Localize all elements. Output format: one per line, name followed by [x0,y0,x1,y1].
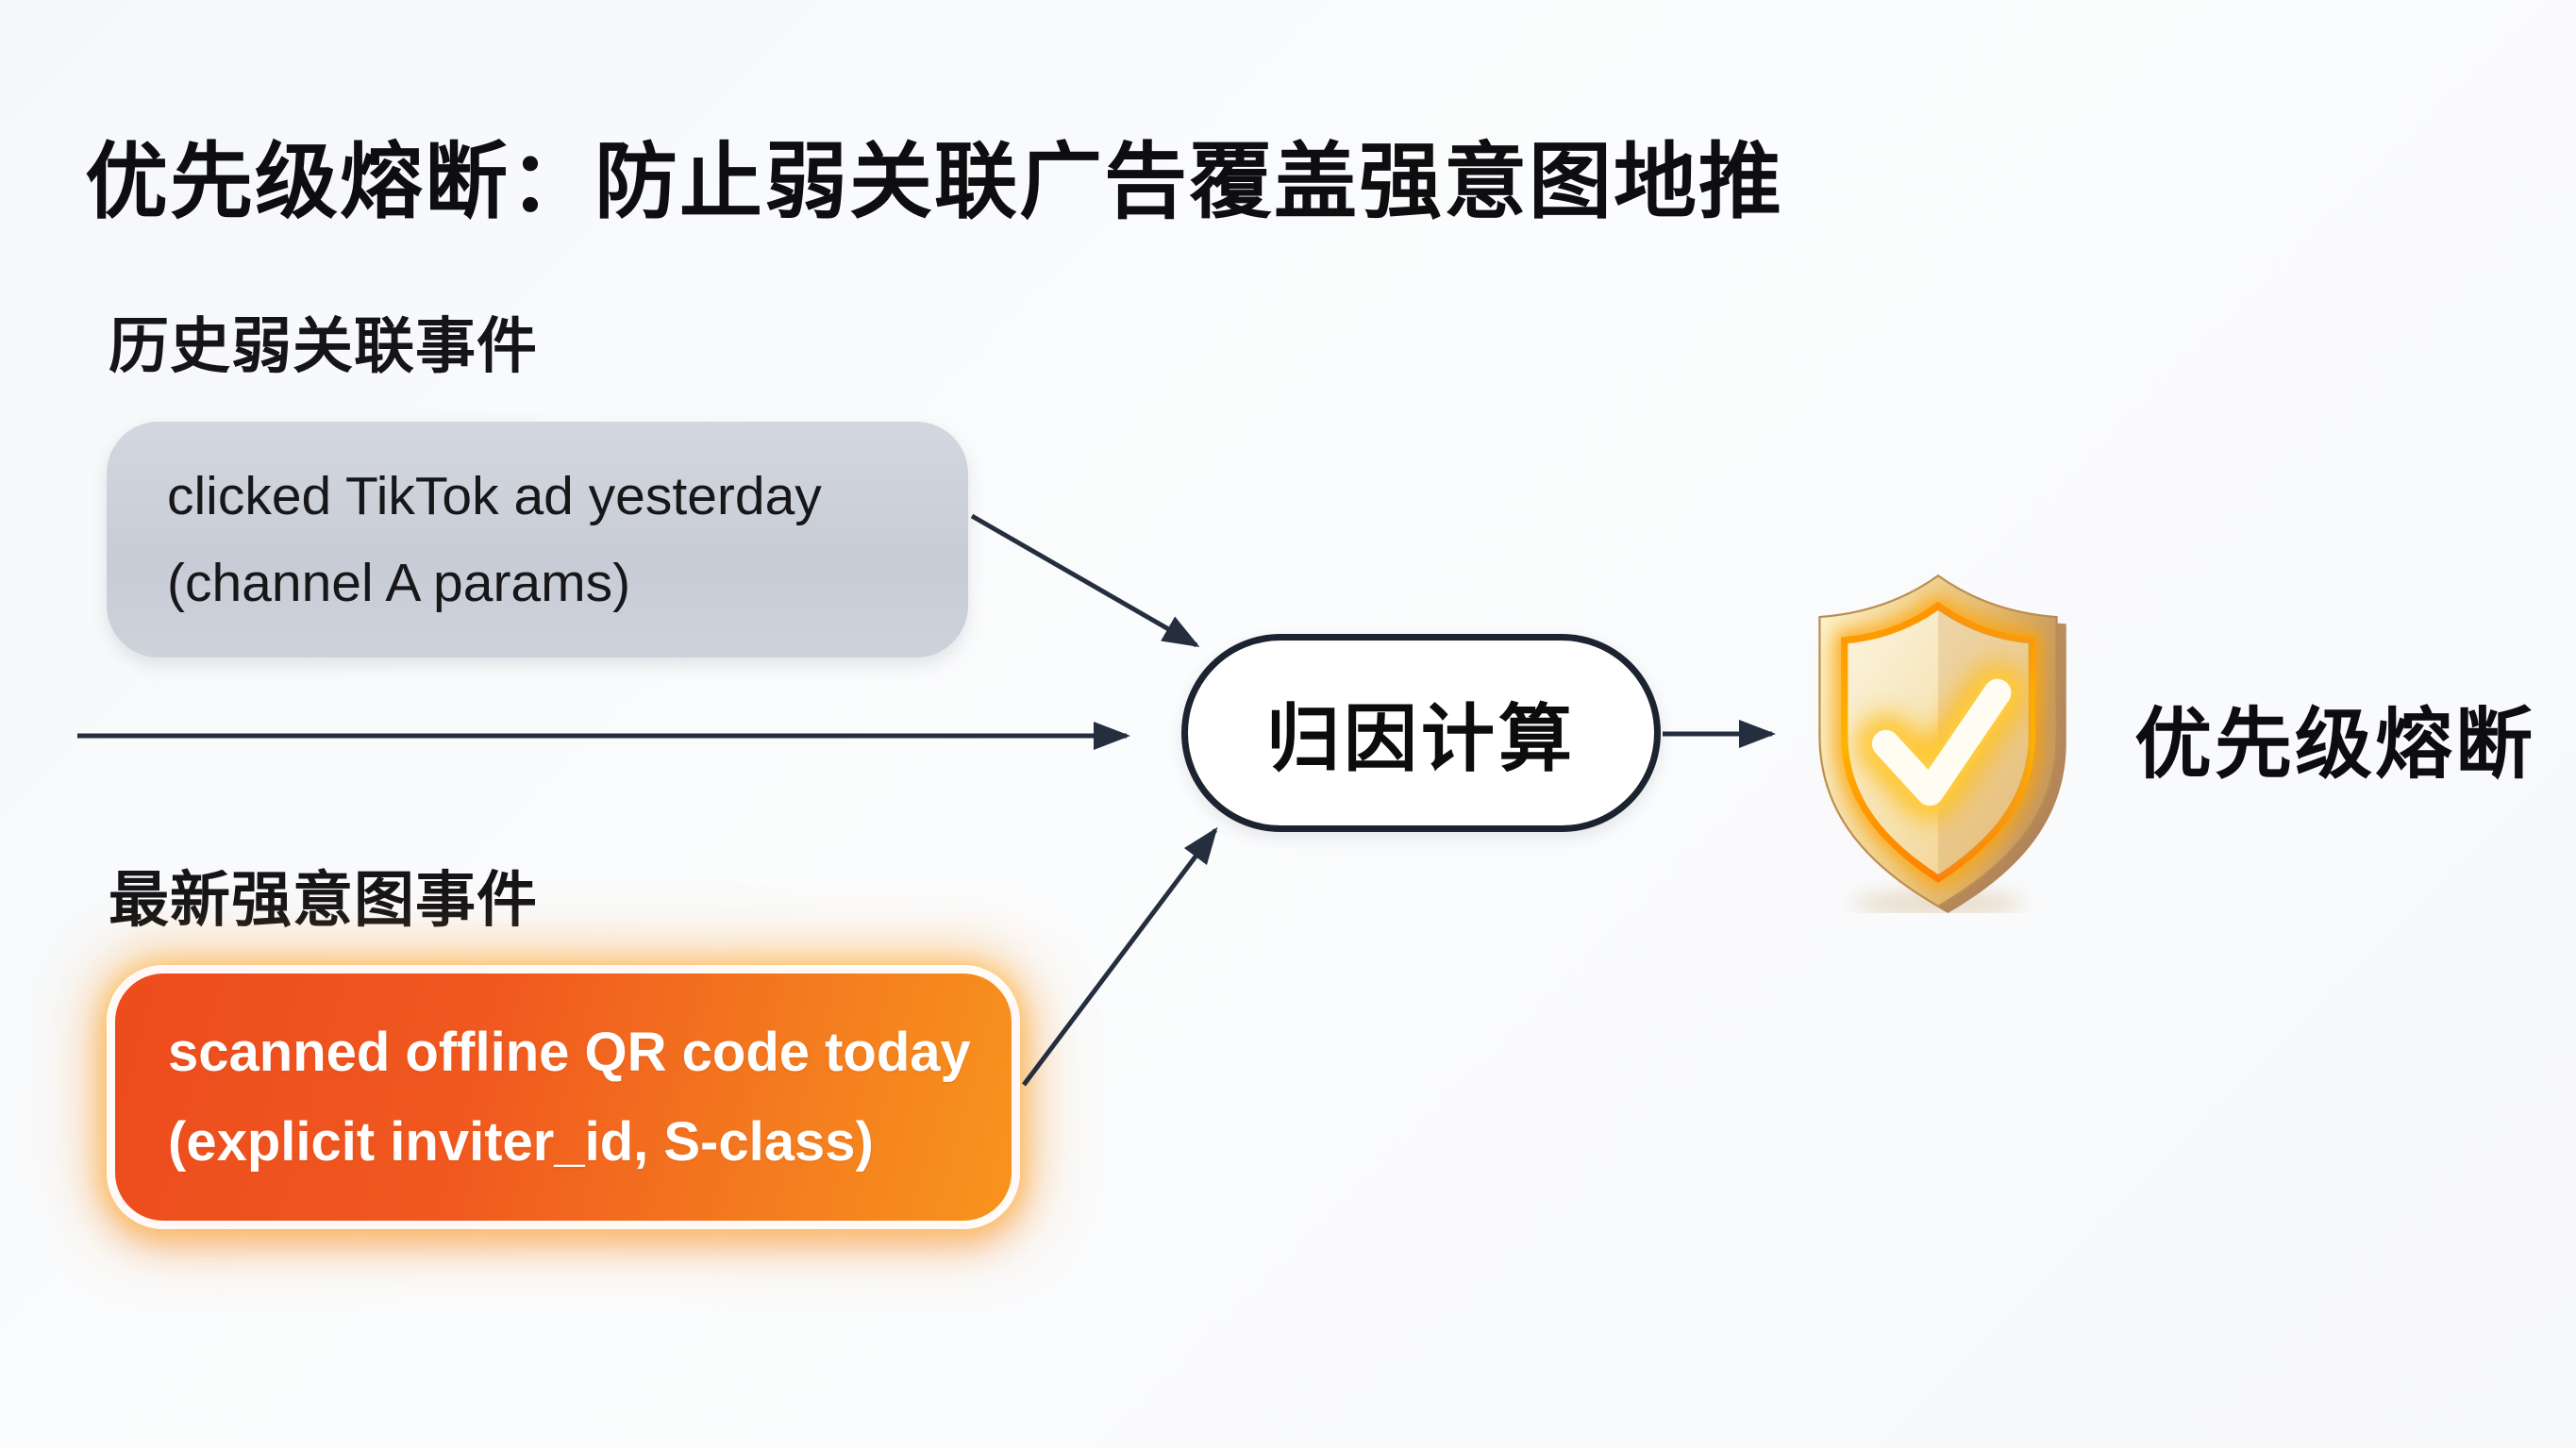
strong-events-label: 最新强意图事件 [109,866,538,934]
weak-event-line2: (channel A params) [167,553,631,613]
checkmark-icon [1871,678,2012,807]
attribution-node-label: 归因计算 [1265,697,1576,780]
strong-event-card: scanned offline QR code today (explicit … [107,965,1020,1229]
shield-svg [1818,574,2066,916]
attribution-node: 归因计算 [1181,634,1661,832]
arrow-weak-to-attribution [970,513,1200,648]
page-title: 优先级熔断：防止弱关联广告覆盖强意图地推 [85,135,1784,228]
weak-events-label: 历史弱关联事件 [109,312,538,380]
weak-event-card: clicked TikTok ad yesterday (channel A p… [107,422,968,657]
shield-check-icon [1800,566,2076,916]
strong-event-line2: (explicit inviter_id, S-class) [168,1111,874,1173]
weak-event-line1: clicked TikTok ad yesterday [167,466,822,526]
strong-event-line1: scanned offline QR code today [168,1022,971,1083]
result-label: 优先级熔断 [2134,702,2536,788]
arrow-strong-to-attribution [1022,826,1218,1087]
